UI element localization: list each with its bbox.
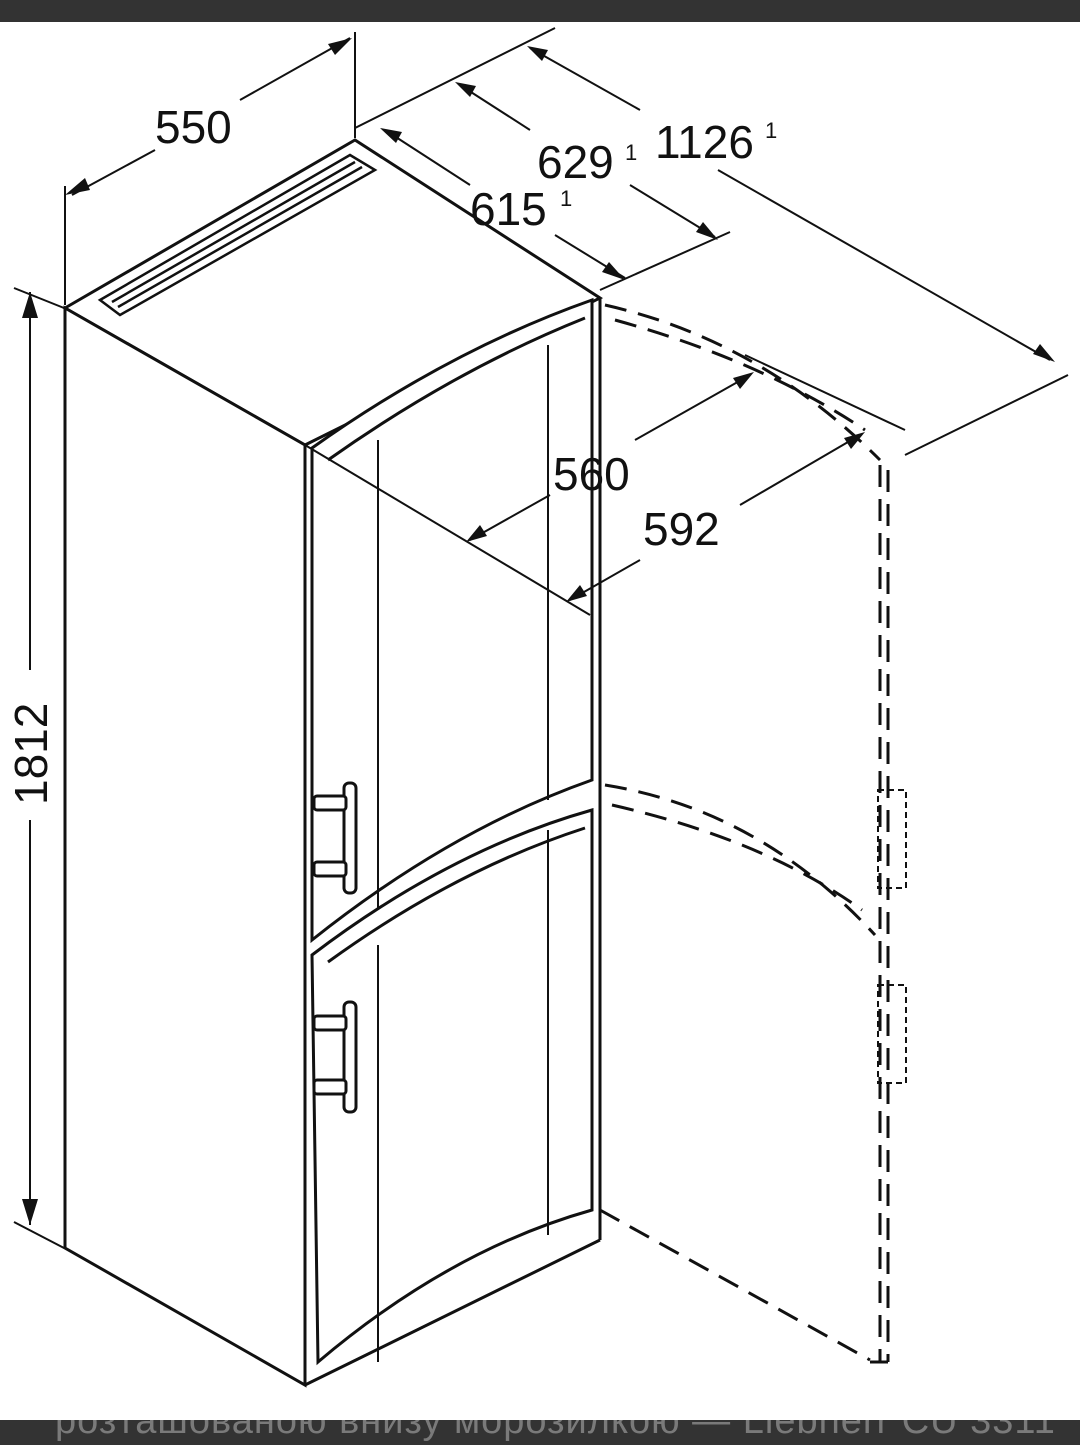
ghost-hinges <box>877 789 907 1084</box>
open-depth-label: 1126 <box>655 116 754 168</box>
body-depth-label: 615 <box>470 183 547 235</box>
fridge-body <box>61 138 604 1388</box>
arrowheads <box>22 38 1055 1225</box>
upper-handle-bracket-top <box>312 794 348 812</box>
open-depth-note: 1 <box>765 118 777 143</box>
dimension-lines <box>13 27 1069 1249</box>
lower-handle-bracket-top <box>312 1014 348 1032</box>
handle-depth-label: 629 <box>537 136 614 188</box>
bottom-bar: розташованою внизу морозилкою — Liebherr… <box>0 1420 1080 1445</box>
top-bar <box>0 0 1080 22</box>
lower-handle-bracket-bottom <box>312 1078 348 1096</box>
footer-text: розташованою внизу морозилкою — Liebherr… <box>55 1420 1056 1442</box>
door-handles <box>312 781 358 1114</box>
top-vent-grille <box>97 153 378 317</box>
upper-handle-bracket-bottom <box>312 860 348 878</box>
upper-door <box>310 297 594 944</box>
height-label: 1812 <box>5 703 57 805</box>
handle-depth-note: 1 <box>625 140 637 165</box>
width-label: 550 <box>155 101 232 153</box>
door-inner-label: 560 <box>553 448 630 500</box>
door-outer-label: 592 <box>643 503 720 555</box>
lower-door <box>310 808 594 1366</box>
body-depth-note: 1 <box>560 186 572 211</box>
open-door-ghost <box>599 303 890 1364</box>
